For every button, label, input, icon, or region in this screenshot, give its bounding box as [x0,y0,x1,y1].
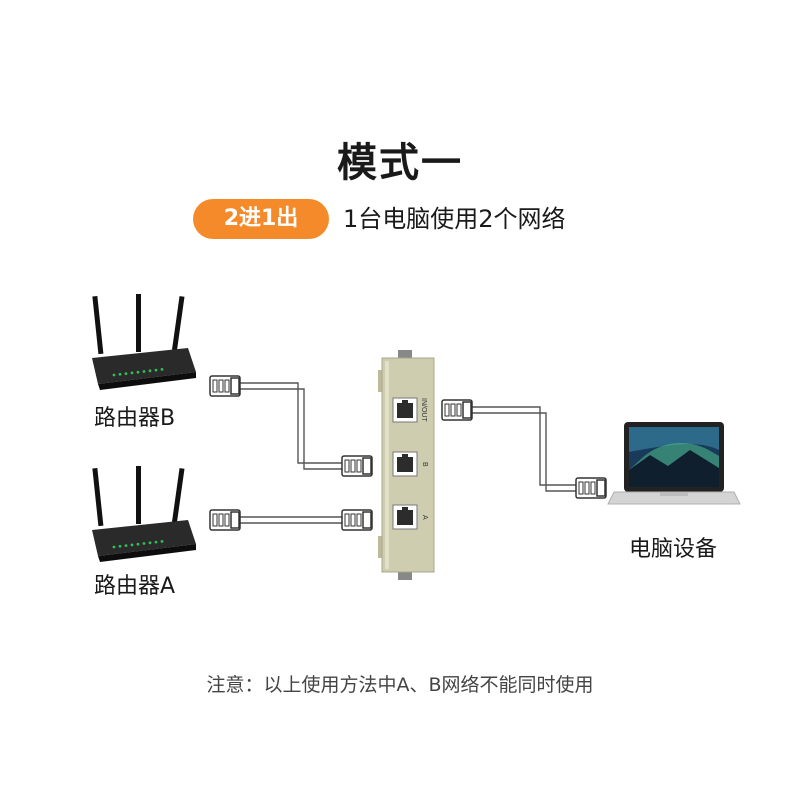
router-a-icon [92,466,196,562]
network-switch-icon: IN/OUT B A [378,350,435,580]
cable-computer [472,406,576,492]
rj45-connector-icon [575,477,607,499]
rj45-connector-icon [341,455,373,477]
usage-note: 注意：以上使用方法中A、B网络不能同时使用 [206,674,594,696]
cable-router-a [240,516,342,524]
rj45-connector-icon [209,375,241,397]
router-b-icon [92,294,196,390]
port-in-out [392,397,418,423]
router-a-label: 路由器A [94,574,176,599]
page-title: 模式一 [337,140,463,186]
computer-label: 电脑设备 [629,537,718,562]
rj45-connector-icon [341,509,373,531]
rj45-connector-icon [209,509,241,531]
port-b [392,451,418,477]
mode-badge: 2进1出 [193,199,329,239]
router-b-label: 路由器B [94,406,176,431]
cable-router-b [240,382,342,470]
rj45-connector-icon [441,399,473,421]
laptop-icon [607,422,741,505]
port-label-in-out: IN/OUT [420,398,427,422]
port-a [392,504,418,530]
port-label-a: A [421,515,428,520]
port-label-b: B [421,462,428,467]
mode-description: 1台电脑使用2个网络 [343,205,566,233]
